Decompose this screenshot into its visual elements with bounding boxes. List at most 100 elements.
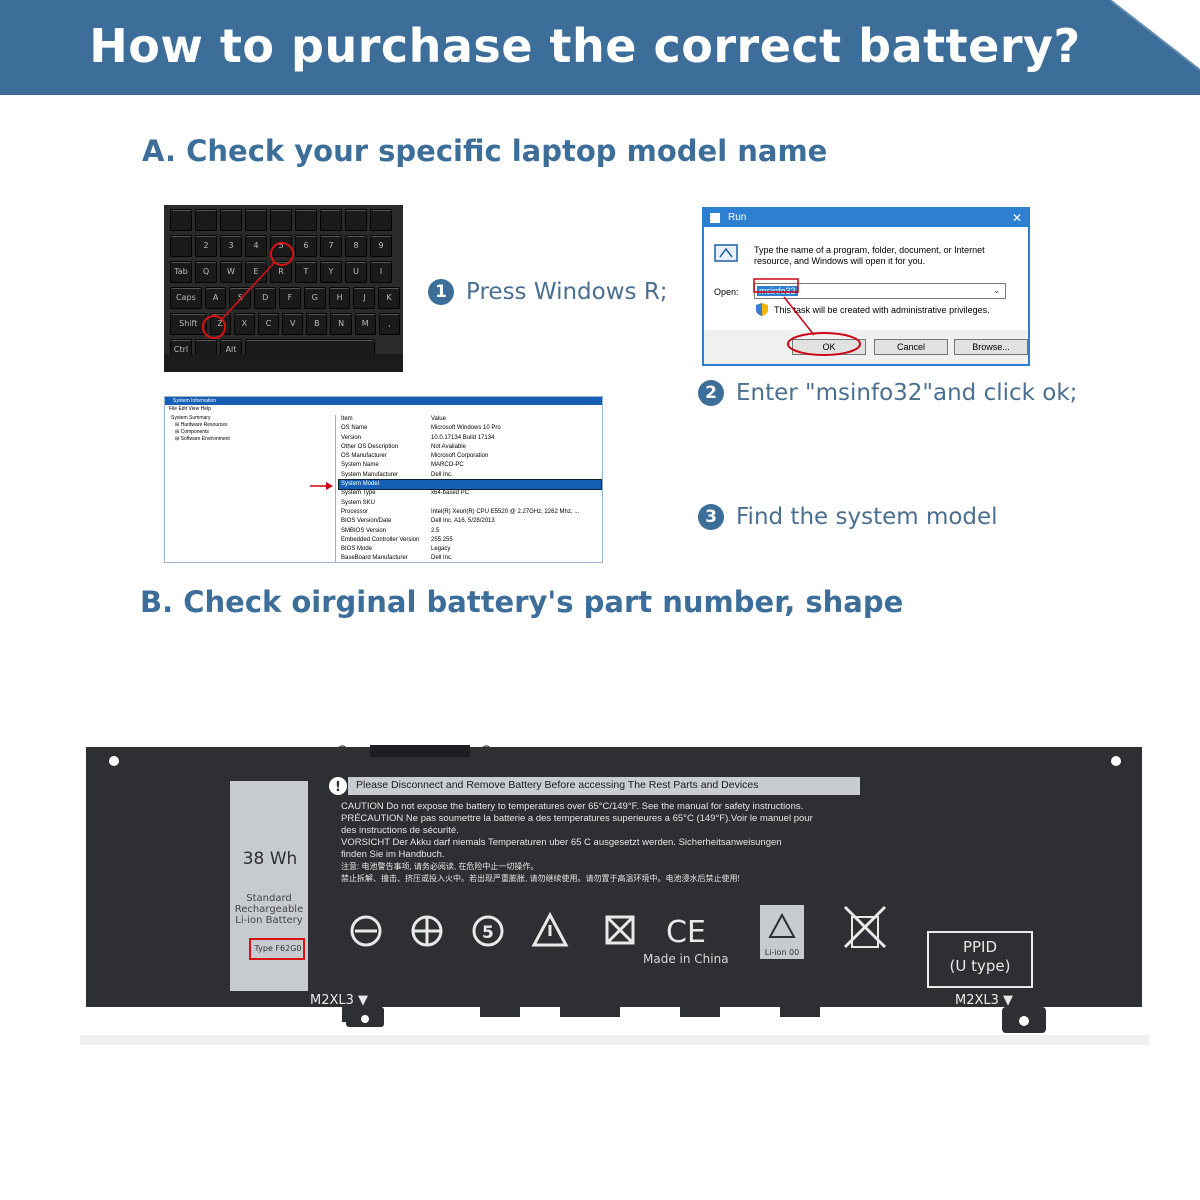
keyboard-key: Q xyxy=(195,261,217,283)
keyboard-key: 3 xyxy=(220,235,242,257)
item-cell: System Type xyxy=(341,490,376,497)
keyboard-row: Caps LockASDFGHJK xyxy=(170,287,403,322)
item-cell: BIOS Version/Date xyxy=(341,518,392,525)
value-cell: Dell Inc. xyxy=(431,471,453,478)
run-app-icon xyxy=(710,213,720,223)
title-banner xyxy=(0,0,1200,95)
value-cell: 2.5 xyxy=(431,527,440,534)
value-cell: Legacy xyxy=(431,546,451,553)
cancel-button[interactable]: Cancel xyxy=(874,339,948,355)
item-cell: System SKU xyxy=(341,499,376,506)
table-row[interactable]: System SKU xyxy=(339,499,601,508)
section-b-heading: B. Check oirginal battery's part number,… xyxy=(140,585,904,619)
item-cell: OS Manufacturer xyxy=(341,453,387,460)
keyboard-key: 7 xyxy=(320,235,342,257)
table-row[interactable]: System Manufacturer Dell Inc. xyxy=(339,471,601,480)
chevron-down-icon[interactable]: ⌄ xyxy=(993,286,1000,295)
table-row[interactable]: BIOS Version/Date Dell Inc. A16, 5/28/201… xyxy=(339,517,601,526)
item-cell: BIOS Mode xyxy=(341,546,373,553)
item-cell: System Model xyxy=(341,481,380,488)
keyboard-key: , xyxy=(378,313,401,335)
keyboard-key xyxy=(220,209,242,231)
keyboard-key: A xyxy=(204,287,227,309)
value-cell: Dell Inc. A16, 5/28/2013 xyxy=(431,518,495,525)
tree-item[interactable]: ⊞ Components xyxy=(175,429,209,435)
step-number: 3 xyxy=(698,504,724,530)
keyboard-key: V xyxy=(282,313,304,335)
keyboard-key: G xyxy=(303,287,326,309)
keyboard-key xyxy=(270,209,292,231)
keyboard-key: 8 xyxy=(345,235,367,257)
keyboard-key: U xyxy=(345,261,367,283)
item-cell: System Manufacturer xyxy=(341,471,399,478)
keyboard-key: W xyxy=(220,261,242,283)
keyboard-key: I xyxy=(370,261,392,283)
section-a-heading: A. Check your specific laptop model name xyxy=(142,134,828,168)
value-cell: Not Available xyxy=(431,443,466,450)
keyboard-key xyxy=(245,209,267,231)
run-description: Type the name of a program, folder, docu… xyxy=(754,245,985,266)
keyboard-key: 5 xyxy=(270,235,292,257)
table-row[interactable]: System Model xyxy=(338,479,602,491)
keyboard-key: F xyxy=(279,287,301,309)
warning-text: Please Disconnect and Remove Battery Bef… xyxy=(356,779,759,791)
step-1: 1 Press Windows R; xyxy=(428,279,668,305)
table-row[interactable]: Processor Intel(R) Xeon(R) CPU E5520 @ 2.… xyxy=(339,508,601,517)
battery-type-label: Standard Rechargeable Li-ion Battery xyxy=(234,893,304,926)
keyboard-key: Shift xyxy=(170,313,207,335)
svg-text:CE: CE xyxy=(666,915,706,950)
item-cell: Processor xyxy=(341,508,369,515)
keyboard-key: R xyxy=(270,261,292,283)
value-cell: Intel(R) Xeon(R) CPU E5520 @ 2.27GHz, 22… xyxy=(431,508,580,515)
tree-item[interactable]: System Summary xyxy=(171,415,211,421)
close-icon[interactable]: ✕ xyxy=(1011,211,1022,225)
caution-text: CAUTION Do not expose the battery to tem… xyxy=(341,801,813,883)
keyboard-row xyxy=(170,209,403,231)
keyboard-key xyxy=(195,209,217,231)
table-row[interactable]: SMBIOS Version 2.5 xyxy=(339,527,601,536)
keyboard-key: B xyxy=(306,313,328,335)
arrow-right-icon xyxy=(310,482,333,490)
run-dialog: Run ✕ Type the name of a program, folder… xyxy=(702,207,1030,366)
browse-button[interactable]: Browse... xyxy=(954,339,1028,355)
value-cell: 255.255 xyxy=(431,536,453,543)
keyboard-key xyxy=(295,209,317,231)
step-text: Enter "msinfo32"and click ok; xyxy=(736,380,1078,406)
keyboard-key: J xyxy=(353,287,376,309)
item-cell: Other OS Description xyxy=(341,443,399,450)
item-cell: SMBIOS Version xyxy=(341,527,387,534)
keyboard-key: 4 xyxy=(245,235,267,257)
step-text: Press Windows R; xyxy=(466,279,668,305)
made-in-label: Made in China xyxy=(643,952,729,966)
open-label: Open: xyxy=(714,287,739,297)
keyboard-key: 9 xyxy=(370,235,392,257)
battery-part-number: Type F62G0 xyxy=(254,944,302,953)
item-cell: Version xyxy=(341,434,362,441)
keyboard-key xyxy=(170,209,192,231)
item-cell: OS Name xyxy=(341,425,368,432)
value-cell xyxy=(431,499,601,508)
tree-item[interactable]: ⊞ Software Environment xyxy=(175,436,230,442)
svg-text:5: 5 xyxy=(482,923,494,943)
table-row[interactable]: BIOS Mode Legacy xyxy=(339,545,601,554)
minus-terminal-icon: ⊖ xyxy=(336,741,349,759)
sysinfo-title: System Information xyxy=(165,397,602,405)
model-code-right: M2XL3 ▼ xyxy=(955,993,1014,1008)
keyboard-key: N xyxy=(330,313,352,335)
item-cell: Embedded Controller Version xyxy=(341,536,420,543)
table-row[interactable]: Embedded Controller Version 255.255 xyxy=(339,536,601,545)
tree-item[interactable]: ⊞ Hardware Resources xyxy=(175,422,228,428)
keyboard-key xyxy=(170,235,192,257)
table-row[interactable]: Other OS Description Not Available xyxy=(339,443,601,452)
highlight-annotation xyxy=(753,278,861,356)
